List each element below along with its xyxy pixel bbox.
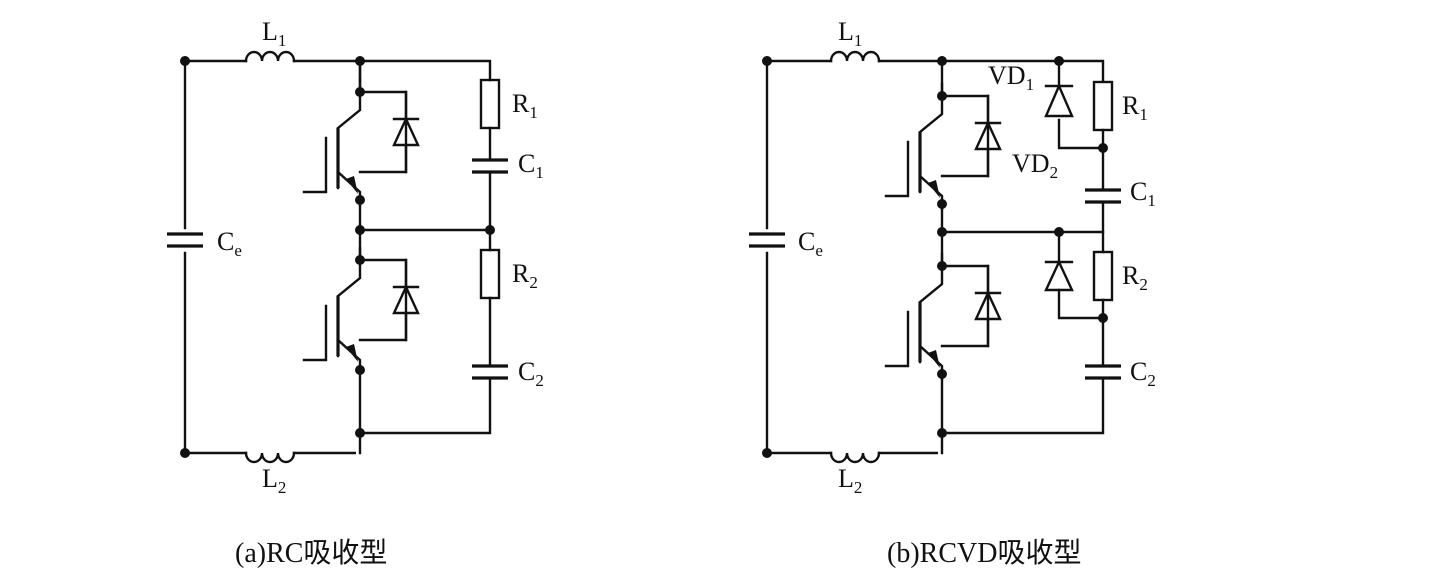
resistor-r1-a [479, 78, 501, 130]
diode-lower-a [358, 258, 420, 342]
label-c2-a: C2 [518, 357, 544, 390]
inductor-l1-a [244, 50, 296, 63]
capacitor-c2-a [470, 364, 510, 380]
inductor-l2-b [829, 451, 881, 464]
label-c1-a: C1 [518, 149, 544, 182]
label-vd2-b: VD2 [1012, 149, 1058, 182]
resistor-r2-b [1092, 250, 1114, 302]
label-l1-b: L1 [838, 17, 862, 50]
label-r1-b: R1 [1122, 91, 1148, 124]
resistor-r2-a [479, 248, 501, 300]
capacitor-c1-a [470, 158, 510, 174]
diode-lower-b [940, 264, 1002, 348]
label-l2-a: L2 [262, 464, 286, 497]
diode-upper-b [940, 94, 1002, 178]
capacitor-ce-a [165, 232, 205, 248]
resistor-r1-b [1092, 80, 1114, 132]
inductor-l1-b [829, 50, 881, 63]
caption-b: (b)RCVD吸收型 [887, 537, 1081, 569]
caption-a: (a)RC吸收型 [235, 537, 387, 569]
label-ce-b: Ce [798, 227, 823, 260]
label-c2-b: C2 [1130, 357, 1156, 390]
label-c1-b: C1 [1130, 177, 1156, 210]
diagram-a-rc-snubber: L1 L2 Ce R1 C1 R2 C2 (a)RC吸收型 [165, 17, 544, 569]
igbt-upper-b [884, 82, 944, 211]
igbt-lower-b [884, 252, 944, 381]
label-l2-b: L2 [838, 464, 862, 497]
inductor-l2-a [244, 451, 296, 464]
label-ce-a: Ce [217, 227, 242, 260]
label-l1-a: L1 [262, 17, 286, 50]
label-vd1-b: VD1 [988, 61, 1034, 94]
capacitor-c1-b [1083, 188, 1123, 204]
diode-upper-a [358, 90, 420, 174]
igbt-upper-a [302, 78, 362, 207]
label-r1-a: R1 [512, 89, 538, 122]
capacitor-ce-b [747, 232, 787, 248]
label-r2-b: R2 [1122, 261, 1148, 294]
capacitor-c2-b [1083, 364, 1123, 380]
diagram-b-rcvd-snubber: L1 L2 Ce VD1 VD2 R1 C1 R2 C2 (b)RCVD吸收型 [747, 17, 1156, 569]
igbt-lower-a [302, 246, 362, 375]
label-r2-a: R2 [512, 259, 538, 292]
